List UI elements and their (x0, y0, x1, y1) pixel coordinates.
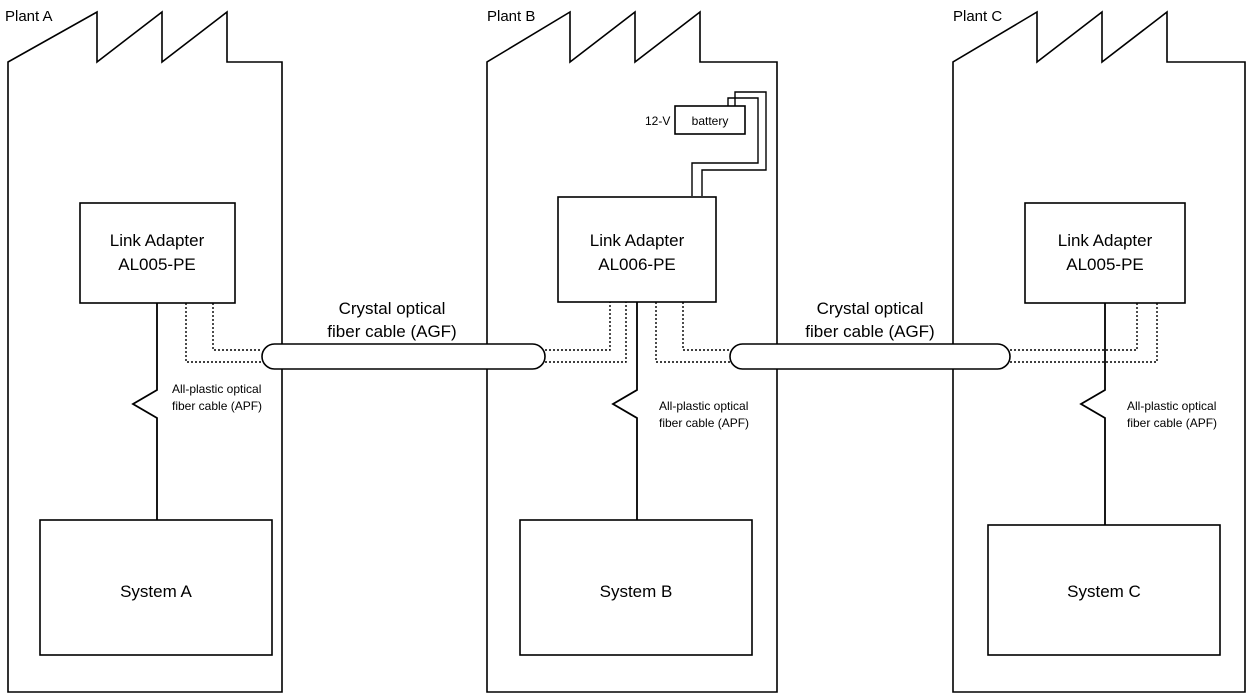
agf-cable-a-b-label-line1: Crystal optical (339, 299, 446, 318)
plant-c: Plant C Link Adapter AL005-PE All-plasti… (952, 8, 1246, 693)
plant-b-apf-cable (611, 302, 638, 520)
plant-b-voltage-label: 12-V (645, 114, 670, 128)
plant-b-system-box (519, 519, 753, 656)
plant-c-building-outline (952, 10, 1246, 693)
agf-cable-a-b-tube (261, 343, 546, 370)
plant-b-apf-label-line1: All-plastic optical (659, 399, 748, 413)
plant-a-apf-label-line2: fiber cable (APF) (172, 399, 262, 413)
plant-a-adapter-label-line2: AL005-PE (118, 255, 196, 274)
plant-c-adapter-label-line2: AL005-PE (1066, 255, 1144, 274)
plant-c-label: Plant C (953, 8, 1002, 25)
plant-b-left-fiber-dotted (545, 302, 627, 363)
plant-a-apf-cable (131, 303, 158, 520)
plant-b-battery-box (674, 105, 746, 135)
plant-b-label: Plant B (487, 8, 535, 25)
plant-c-system-label: System C (1067, 582, 1141, 601)
plant-b-building-outline (486, 10, 778, 693)
plant-a-link-adapter-box (79, 202, 236, 304)
plant-a-adapter-label-line1: Link Adapter (110, 231, 205, 250)
plant-c-apf-cable (1079, 303, 1106, 525)
agf-cable-b-c-tube (729, 343, 1011, 370)
plant-b: Plant B battery 12-V Link Adapter AL006-… (486, 8, 778, 693)
plant-b-system-label: System B (600, 582, 673, 601)
plant-b-adapter-label-line2: AL006-PE (598, 255, 676, 274)
agf-cable-a-b-label-line2: fiber cable (AGF) (327, 322, 456, 341)
agf-cable-b-c-label-line1: Crystal optical (817, 299, 924, 318)
plant-a-system-label: System A (120, 582, 192, 601)
plant-b-adapter-label-line1: Link Adapter (590, 231, 685, 250)
plant-a-system-box (39, 519, 273, 656)
plant-c-system-box (987, 524, 1221, 656)
plant-c-link-adapter-box (1024, 202, 1186, 304)
plant-a: Plant A Link Adapter AL005-PE All-plasti… (5, 8, 283, 693)
plant-c-adapter-label-line1: Link Adapter (1058, 231, 1153, 250)
agf-cable-b-c-label-line2: fiber cable (AGF) (805, 322, 934, 341)
plant-c-agf-fiber-dotted (1010, 303, 1158, 363)
plant-a-label: Plant A (5, 8, 53, 25)
plant-c-apf-label-line2: fiber cable (APF) (1127, 416, 1217, 430)
agf-cable-a-b: Crystal optical fiber cable (AGF) (261, 299, 546, 370)
plant-a-building-outline (7, 10, 283, 693)
plant-b-right-fiber-dotted (655, 302, 730, 363)
plant-a-apf-label-line1: All-plastic optical (172, 382, 261, 396)
plant-a-agf-fiber-dotted (185, 303, 262, 363)
agf-cable-b-c: Crystal optical fiber cable (AGF) (729, 299, 1011, 370)
plant-b-battery-wires (691, 91, 767, 196)
plant-b-battery-label: battery (692, 114, 729, 128)
plant-b-apf-label-line2: fiber cable (APF) (659, 416, 749, 430)
plant-c-apf-label-line1: All-plastic optical (1127, 399, 1216, 413)
